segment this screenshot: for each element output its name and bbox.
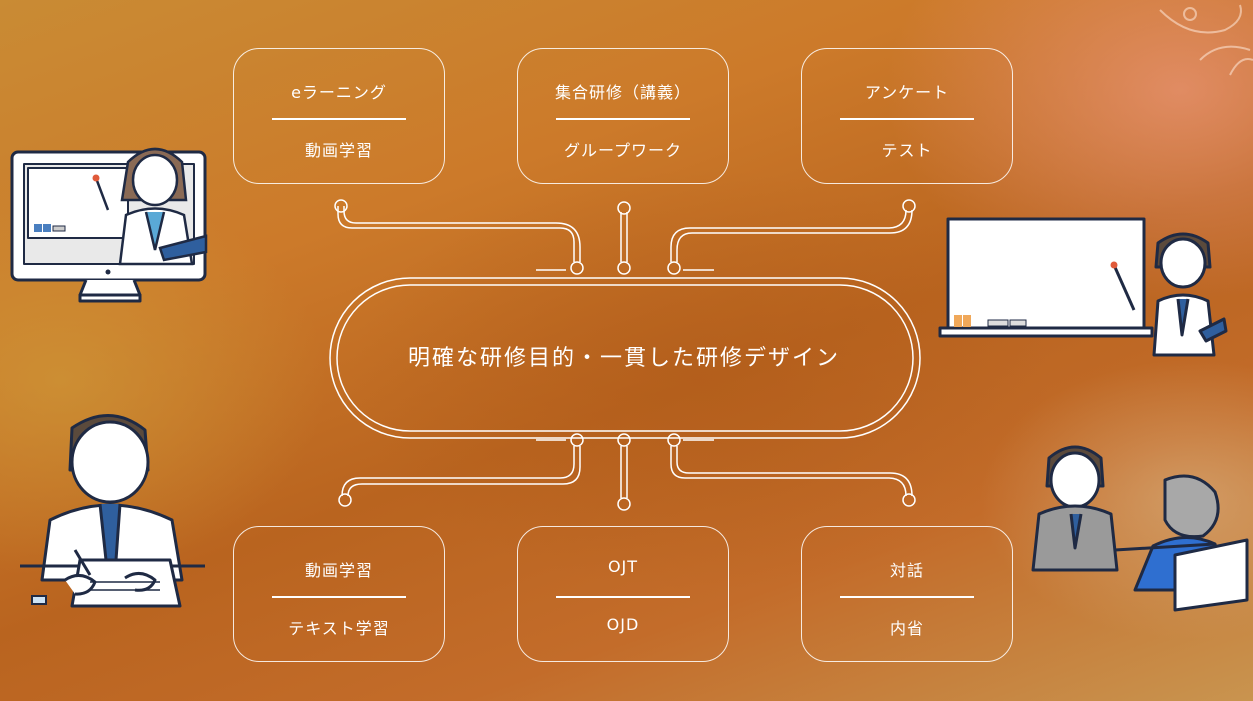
center-title: 明確な研修目的・一貫した研修デザイン: [407, 346, 840, 371]
box-label-top: eラーニング: [291, 83, 387, 102]
box-label-bottom: OJD: [606, 615, 640, 634]
box-label-bottom: 動画学習: [304, 141, 373, 160]
box-label-top: 動画学習: [304, 561, 373, 580]
flourish-decoration: [1159, 4, 1253, 76]
box-dialogue: 対話 内省: [801, 526, 1013, 662]
center-capsule-inner: [336, 284, 914, 432]
divider: [840, 118, 974, 120]
student-writing-illustration: [20, 414, 205, 608]
teacher-whiteboard-illustration: [938, 217, 1228, 357]
box-survey: アンケート テスト: [801, 48, 1013, 184]
connector-bottom-left: [341, 446, 575, 497]
box-group-training: 集合研修（講義） グループワーク: [517, 48, 729, 184]
box-label-top: アンケート: [864, 83, 950, 102]
box-label-bottom: テキスト学習: [288, 619, 390, 638]
divider: [556, 118, 690, 120]
box-label-top: 対話: [889, 561, 924, 580]
connector-top-left: [337, 206, 575, 262]
box-label-top: 集合研修（講義）: [554, 83, 691, 102]
box-label-bottom: テスト: [881, 141, 933, 160]
box-label-top: OJT: [607, 557, 639, 576]
box-ojt: OJT OJD: [517, 526, 729, 662]
divider: [272, 118, 406, 120]
divider: [840, 596, 974, 598]
connector-top-right: [670, 209, 907, 262]
divider: [272, 596, 406, 598]
center-capsule-outer: [329, 277, 921, 439]
box-video-learning: 動画学習 テキスト学習: [233, 526, 445, 662]
box-label-bottom: 内省: [889, 619, 924, 638]
meeting-illustration: [1031, 445, 1249, 612]
box-label-bottom: グループワーク: [563, 141, 683, 160]
box-e-learning: eラーニング 動画学習: [233, 48, 445, 184]
teacher-monitor-illustration: [10, 147, 208, 303]
connector-bottom-right: [670, 446, 907, 497]
divider: [556, 596, 690, 598]
